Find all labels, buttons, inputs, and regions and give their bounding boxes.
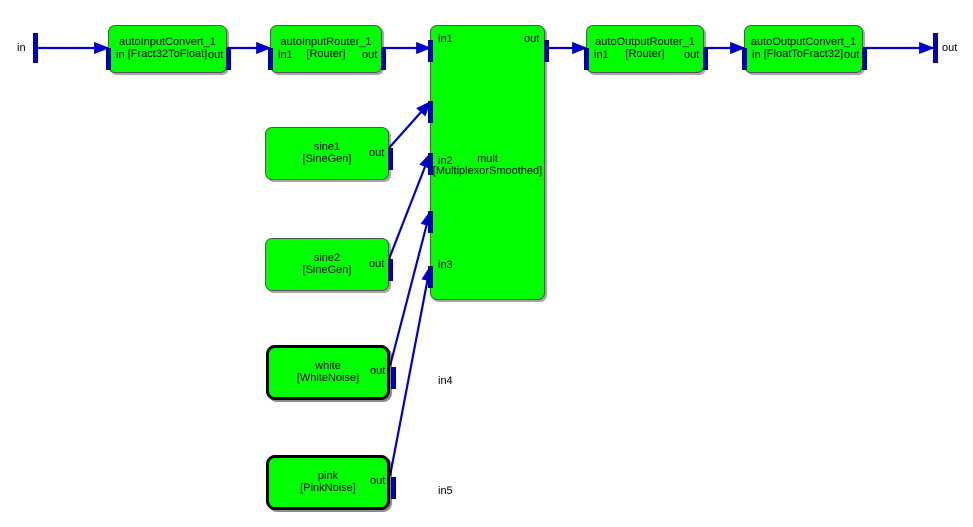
block-autoInputRouter_1[interactable]: autoInputRouter_1[Router] in1 out [268, 25, 386, 73]
block-autoOutputRouter_1[interactable]: autoOutputRouter_1[Router] in1 out [584, 25, 708, 73]
block-sine2[interactable]: sine2[SineGen] out [265, 238, 393, 291]
input-port-in1[interactable] [584, 48, 589, 70]
in-terminal-label: in [17, 42, 26, 54]
block-type-label: [PinkNoise] [300, 481, 356, 494]
block-name-label: white [315, 359, 341, 372]
block-mult[interactable]: mult[MultiplexorSmoothed] in1 in2 in3 in4 in5… [428, 25, 549, 497]
output-port-label: out [208, 49, 224, 61]
output-port-label: out [369, 147, 385, 159]
input-port-label: in1 [278, 49, 293, 61]
block-name-label: pink [317, 469, 339, 482]
output-port-out[interactable] [381, 48, 386, 70]
out-terminal[interactable] [933, 33, 938, 63]
input-port-label: in5 [438, 485, 453, 497]
out-terminal-label: out [942, 42, 958, 54]
block-white[interactable]: white[WhiteNoise] out [266, 345, 396, 400]
output-port-out[interactable] [226, 48, 231, 70]
input-port-label: in4 [438, 375, 453, 387]
output-port-label: out [684, 49, 700, 61]
output-port-out[interactable] [862, 48, 867, 70]
block-type-label: [SineGen] [302, 263, 352, 276]
block-type-label: [WhiteNoise] [296, 371, 360, 384]
output-port-label: out [524, 33, 540, 45]
input-port-label: in [752, 49, 761, 61]
input-port-in1[interactable] [428, 40, 433, 62]
output-port-label: out [362, 49, 378, 61]
block-name-label: mult [477, 153, 498, 165]
in-terminal[interactable] [33, 33, 38, 63]
block-name-label: autoInputRouter_1 [280, 36, 372, 48]
block-name-label: autoInputConvert_1 [119, 36, 216, 48]
output-port-out[interactable] [388, 259, 393, 281]
input-port-label: in3 [438, 259, 453, 271]
input-port-label: in2 [438, 155, 453, 167]
block-pink[interactable]: pink[PinkNoise] out [266, 455, 396, 510]
block-type-label: [Router] [306, 48, 346, 60]
input-port-in[interactable] [106, 48, 111, 70]
input-port-label: in1 [438, 33, 453, 45]
block-name-label: autoOutputRouter_1 [595, 36, 695, 48]
output-port-out[interactable] [388, 148, 393, 170]
connection-wire[interactable] [388, 210, 433, 367]
input-port-in3[interactable] [428, 153, 433, 175]
block-type-label: [SineGen] [302, 152, 352, 165]
input-port-label: in1 [594, 49, 609, 61]
output-port-label: out [844, 49, 860, 61]
input-port-in5[interactable] [428, 266, 433, 288]
block-type-label: [MultiplexorSmoothed] [432, 165, 543, 177]
block-name-label: sine1 [313, 140, 341, 153]
connection-wire[interactable] [387, 152, 432, 260]
output-port-out[interactable] [391, 367, 396, 389]
input-port-label: in [116, 49, 125, 61]
output-port-label: out [370, 475, 386, 487]
block-type-label: [Router] [625, 48, 665, 60]
output-port-out[interactable] [544, 40, 549, 62]
output-port-label: out [370, 365, 386, 377]
block-sine1[interactable]: sine1[SineGen] out [265, 127, 393, 180]
block-autoInputConvert_1[interactable]: autoInputConvert_1[Fract32ToFloat]in out [106, 25, 231, 73]
output-port-label: out [369, 258, 385, 270]
block-type-label: [FloatToFract32] [763, 48, 844, 60]
block-autoOutputConvert_1[interactable]: autoOutputConvert_1[FloatToFract32]in out [742, 25, 867, 73]
connection-wire[interactable] [388, 100, 432, 149]
block-type-label: [Fract32ToFloat] [127, 48, 208, 60]
input-port-in4[interactable] [428, 211, 433, 233]
input-port-in[interactable] [742, 48, 747, 70]
connection-wire[interactable] [388, 265, 434, 477]
input-port-in1[interactable] [268, 48, 273, 70]
input-port-in2[interactable] [428, 101, 433, 123]
block-name-label: autoOutputConvert_1 [750, 36, 857, 48]
block-name-label: sine2 [313, 251, 341, 264]
output-port-out[interactable] [391, 477, 396, 499]
output-port-out[interactable] [703, 48, 708, 70]
